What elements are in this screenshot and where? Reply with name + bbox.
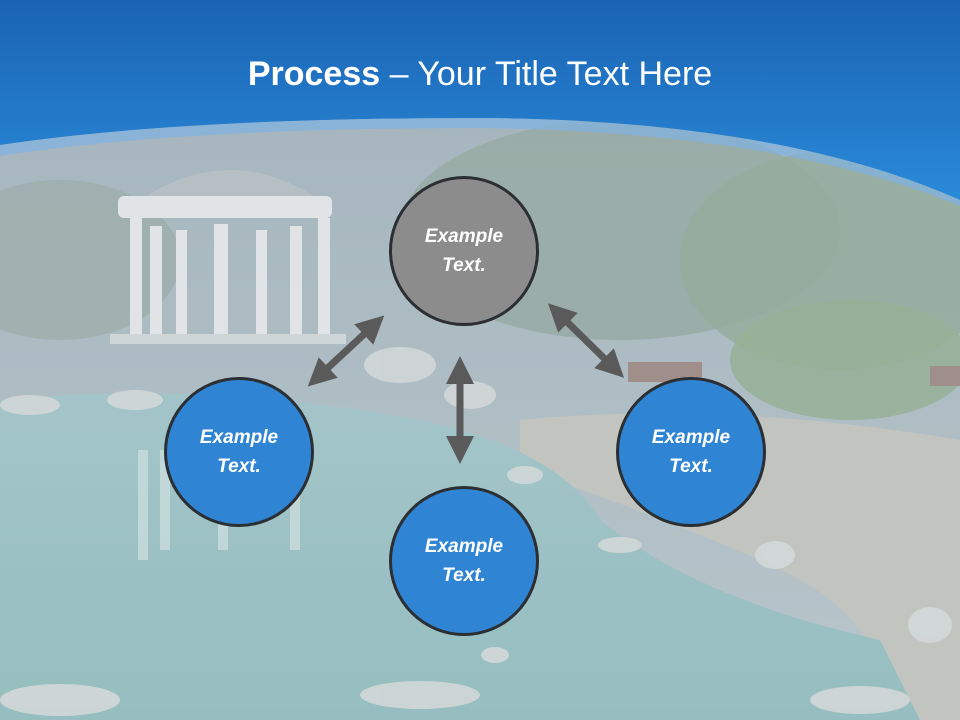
node-right: Example Text. [616, 377, 766, 527]
shrubs [730, 300, 960, 420]
gazebo [110, 170, 346, 344]
node-bottom-text: Example Text. [424, 536, 504, 586]
arrow-top-right [548, 303, 624, 378]
node-top: Example Text. [389, 176, 539, 326]
node-left: Example Text. [164, 377, 314, 527]
header-edge [0, 118, 960, 206]
node-right-text: Example Text. [651, 427, 731, 477]
header-band [0, 0, 960, 200]
slide-title: Process – Your Title Text Here [0, 52, 960, 96]
node-top-text: Example Text. [424, 226, 504, 276]
title-rest: – Your Title Text Here [380, 55, 713, 93]
arrow-top-left [307, 315, 385, 387]
title-bold: Process [247, 55, 381, 93]
node-left-text: Example Text. [199, 427, 279, 477]
node-bottom: Example Text. [389, 486, 539, 636]
